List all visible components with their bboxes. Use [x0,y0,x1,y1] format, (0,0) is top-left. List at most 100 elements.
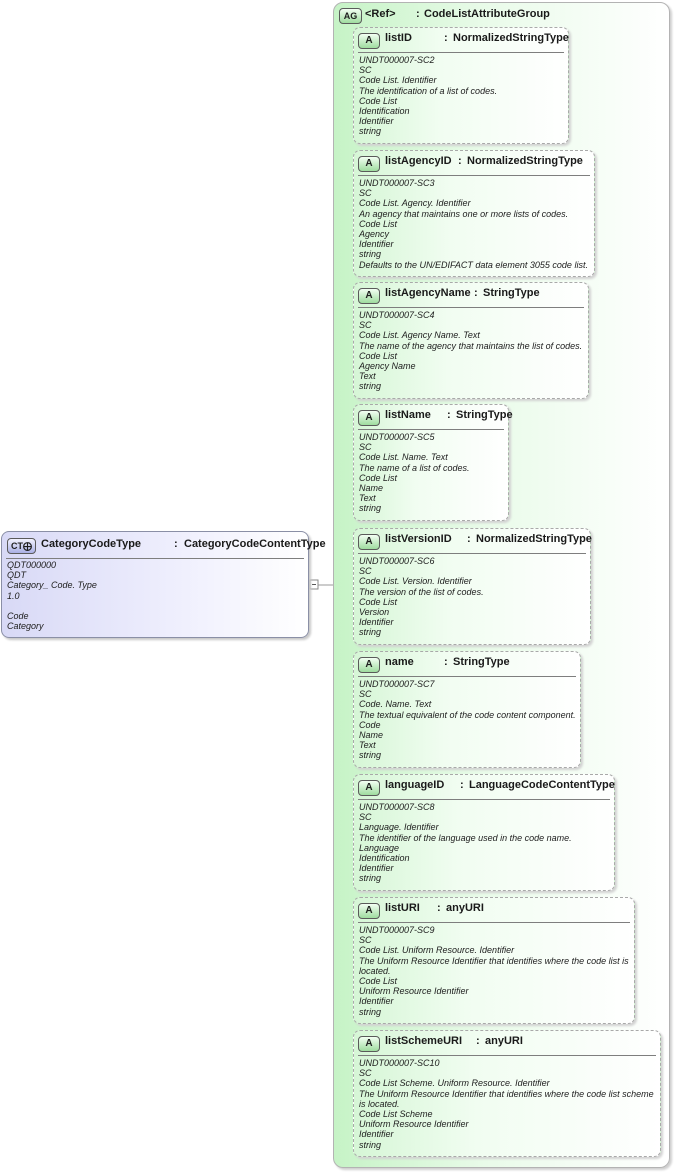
attribute-group-colon: : [416,8,420,20]
attribute-colon: : [458,155,462,167]
detail-line: The identifier of the language used in t… [359,832,572,843]
detail-line: SC [359,812,372,823]
detail-line: UNDT000007-SC6 [359,556,435,566]
detail-line: Defaults to the UN/EDIFACT data element … [359,259,588,270]
attribute-divider [358,429,504,430]
detail-line: The Uniform Resource Identifier that ide… [359,1088,654,1099]
attribute-icon: A [358,288,380,304]
detail-line: Identifier [359,1129,394,1140]
attribute-name: listAgencyID [385,155,452,167]
detail-line: Code List Scheme. Uniform Resource. Iden… [359,1078,550,1089]
detail-line: Uniform Resource Identifier [359,986,469,997]
detail-line: string [359,126,382,137]
attribute-divider [358,553,586,554]
complex-type-colon: : [174,538,178,550]
detail-line: located. [359,965,391,976]
detail-line: Code List [359,95,398,106]
detail-line: SC [359,566,372,577]
attribute-group-ref: <Ref> [365,8,396,20]
detail-line: Code List [359,350,398,361]
detail-line: Uniform Resource Identifier [359,1119,469,1130]
attribute-group-icon: AG [339,8,362,24]
detail-line: is located. [359,1098,400,1109]
attribute-divider [358,175,590,176]
detail-line: Agency Name [359,361,416,372]
detail-line: Code List. Agency Name. Text [359,330,480,341]
detail-line: The name of a list of codes. [359,462,470,473]
detail-line: QDT000000 [7,560,57,570]
detail-line: SC [359,65,372,76]
attribute-colon: : [474,287,478,299]
attribute-colon: : [476,1035,480,1047]
detail-line: SC [359,1068,372,1079]
detail-line: Code List. Uniform Resource. Identifier [359,945,515,956]
detail-line: UNDT000007-SC7 [359,679,435,689]
detail-line: UNDT000007-SC9 [359,925,435,935]
attribute-name: listName [385,409,431,421]
detail-line: string [359,627,382,638]
detail-line: Code List [359,218,398,229]
attribute-divider [358,799,610,800]
detail-line: Identifier [359,996,394,1007]
attribute-type: StringType [483,287,540,299]
attribute-icon: A [358,410,380,426]
detail-line: Code List. Name. Text [359,452,448,463]
attribute-type: anyURI [485,1035,523,1047]
detail-line: Identifier [359,617,394,628]
attribute-name: languageID [385,779,445,791]
detail-line: Code List. Agency. Identifier [359,198,471,209]
attribute-icon: A [358,33,380,49]
attribute-colon: : [467,533,471,545]
detail-line: Category_ Code. Type [7,580,97,591]
attribute-name: listID [385,32,412,44]
attribute-type: NormalizedStringType [467,155,583,167]
detail-line: string [359,1006,382,1017]
attribute-colon: : [444,656,448,668]
complex-type-box[interactable]: CT⨁ CategoryCodeType : CategoryCodeConte… [1,531,326,638]
attribute-name: listURI [385,902,420,914]
complex-type-base: CategoryCodeContentType [184,538,326,550]
attribute-name: listAgencyName [385,287,471,299]
detail-line: string [359,381,382,392]
detail-line: An agency that maintains one or more lis… [359,208,569,219]
attribute-divider [358,922,630,923]
attribute-type: NormalizedStringType [476,533,592,545]
detail-line: Code List. Version. Identifier [359,576,472,587]
attribute-name: listVersionID [385,533,452,545]
detail-line: Code List Scheme [359,1109,433,1120]
header-divider [6,558,304,559]
detail-line: UNDT000007-SC4 [359,310,435,320]
detail-line: Text [359,371,376,382]
detail-line: SC [359,689,372,700]
detail-line: Code List [359,596,398,607]
attribute-divider [358,52,564,53]
detail-line: string [359,1139,382,1150]
detail-line: Identifier [359,239,394,250]
attribute-type: StringType [456,409,513,421]
detail-line: SC [359,442,372,453]
complex-type-name: CategoryCodeType [41,538,142,550]
detail-line: 1.0 [7,590,20,601]
attribute-icon: A [358,780,380,796]
detail-line: Name [359,483,384,494]
detail-line: Name [359,730,384,741]
attribute-icon: A [358,657,380,673]
attribute-group-name: CodeListAttributeGroup [424,8,550,20]
detail-line: Code [359,719,381,730]
attribute-type: NormalizedStringType [453,32,569,44]
detail-line: string [359,750,382,761]
detail-line: Code List [359,472,398,483]
